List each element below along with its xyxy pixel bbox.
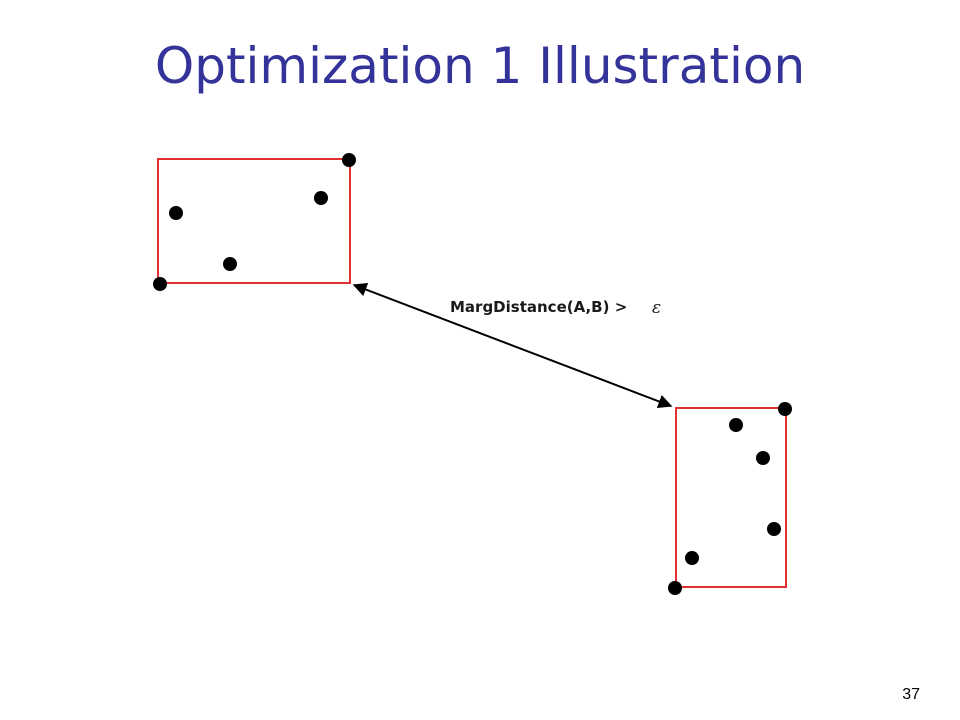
cluster-b: [668, 402, 792, 595]
cluster-a-point: [342, 153, 356, 167]
cluster-a-point: [169, 206, 183, 220]
distance-label: MargDistance(A,B) >: [450, 298, 627, 316]
cluster-b-point: [756, 451, 770, 465]
distance-arrow: [352, 282, 673, 409]
cluster-b-point: [685, 551, 699, 565]
page-number: 37: [902, 686, 920, 703]
cluster-b-point: [778, 402, 792, 416]
cluster-a: [153, 153, 356, 291]
cluster-b-point: [668, 581, 682, 595]
cluster-a-bounding-box: [157, 158, 351, 284]
cluster-b-point: [729, 418, 743, 432]
cluster-b-point: [767, 522, 781, 536]
cluster-a-point: [314, 191, 328, 205]
slide-title: Optimization 1 Illustration: [154, 37, 806, 95]
cluster-b-bounding-box: [675, 407, 787, 588]
cluster-a-point: [223, 257, 237, 271]
epsilon-symbol: ε: [652, 298, 661, 318]
cluster-a-point: [153, 277, 167, 291]
